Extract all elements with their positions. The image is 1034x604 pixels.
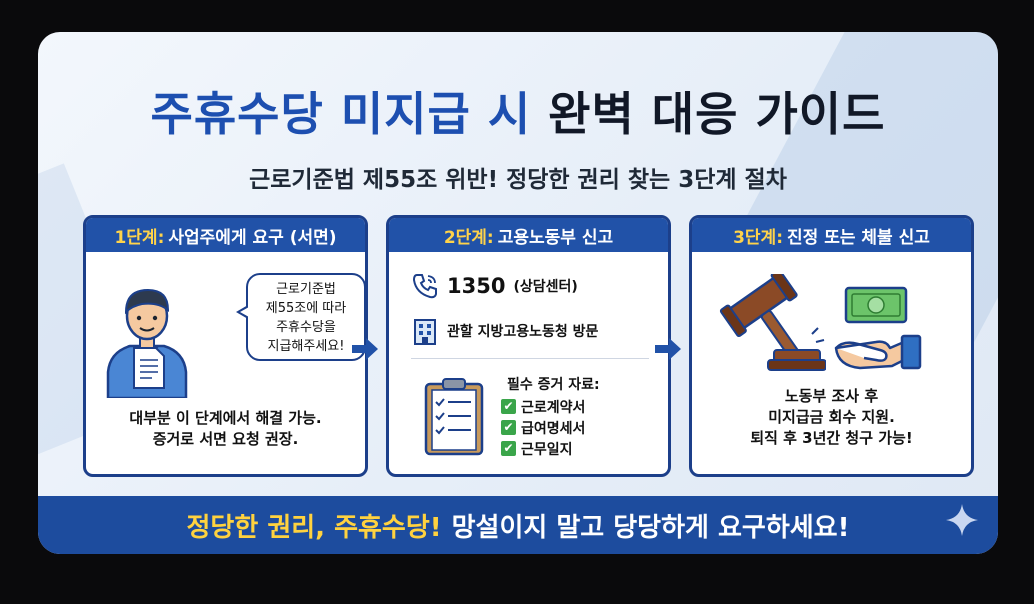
speech-bubble: 근로기준법 제55조에 따라 주휴수당을 지급해주세요!	[236, 273, 365, 361]
phone-icon	[412, 274, 437, 299]
arrow-right-icon	[352, 338, 378, 360]
phone-number: 1350	[447, 274, 506, 298]
banner-highlight: 정당한 권리, 주휴수당!	[186, 512, 442, 543]
step-header: 3단계: 진정 또는 체불 신고	[692, 218, 971, 252]
list-item: ✔급여명세서	[501, 417, 585, 438]
step-card-3: 3단계: 진정 또는 체불 신고 노동부 조사 후 미지급	[689, 215, 974, 477]
phone-row: 1350 (상담센터)	[411, 272, 578, 300]
step-number: 2단계:	[443, 227, 494, 248]
step-number: 3단계:	[733, 227, 784, 248]
title-rest: 완벽 대응 가이드	[548, 87, 886, 141]
step-header: 2단계: 고용노동부 신고	[389, 218, 668, 252]
building-icon	[414, 319, 436, 345]
checkbox-icon: ✔	[501, 399, 516, 414]
banner-text: 망설이지 말고 당당하게 요구하세요!	[451, 512, 850, 543]
bubble-line: 근로기준법	[276, 282, 336, 297]
bubble-line: 지급해주세요!	[267, 339, 345, 354]
clipboard-icon	[424, 378, 484, 456]
document-icon	[133, 347, 165, 389]
bubble-line: 주휴수당을	[276, 320, 336, 335]
checkbox-icon: ✔	[501, 441, 516, 456]
bottom-banner: 정당한 권리, 주휴수당! 망설이지 말고 당당하게 요구하세요!	[38, 496, 998, 554]
step-card-2: 2단계: 고용노동부 신고 1350 (상담센터) 관할 지방고용노동청 방문	[386, 215, 671, 477]
money-icon	[844, 286, 908, 324]
hand-icon	[834, 334, 922, 370]
evidence-list: ✔근로계약서 ✔급여명세서 ✔근무일지	[501, 396, 585, 459]
step-card-1: 1단계: 사업주에게 요구 (서면) 근로기준법 제55조에 따라 주휴수당을 …	[83, 215, 368, 477]
step-description: 대부분 이 단계에서 해결 가능. 증거로 서면 요청 권장.	[129, 409, 322, 448]
step-description: 노동부 조사 후 미지급금 회수 지원. 퇴직 후 3년간 청구 가능!	[750, 387, 913, 447]
title-highlight: 주휴수당 미지급 시	[150, 87, 532, 141]
page-subtitle: 근로기준법 제55조 위반! 정당한 권리 찾는 3단계 절차	[249, 167, 787, 193]
visit-label: 관할 지방고용노동청 방문	[447, 324, 599, 340]
step-title: 사업주에게 요구 (서면)	[168, 227, 337, 248]
gavel-icon	[719, 274, 826, 371]
list-item: ✔근무일지	[501, 438, 585, 459]
step-title: 진정 또는 체불 신고	[787, 227, 930, 248]
bubble-line: 제55조에 따라	[265, 301, 347, 316]
step-title: 고용노동부 신고	[497, 227, 614, 248]
divider	[411, 358, 649, 359]
step-number: 1단계:	[114, 227, 165, 248]
list-item: ✔근로계약서	[501, 396, 585, 417]
worker-icon	[106, 288, 188, 398]
phone-label: (상담센터)	[513, 279, 578, 295]
evidence-title: 필수 증거 자료:	[507, 377, 600, 393]
sparkle-icon	[946, 504, 978, 536]
page-title: 주휴수당 미지급 시 완벽 대응 가이드	[38, 84, 998, 144]
step-header: 1단계: 사업주에게 요구 (서면)	[86, 218, 365, 252]
guide-card: 주휴수당 미지급 시 완벽 대응 가이드 근로기준법 제55조 위반! 정당한 …	[38, 32, 998, 554]
arrow-right-icon	[655, 338, 681, 360]
visit-row: 관할 지방고용노동청 방문	[411, 316, 598, 346]
checkbox-icon: ✔	[501, 420, 516, 435]
